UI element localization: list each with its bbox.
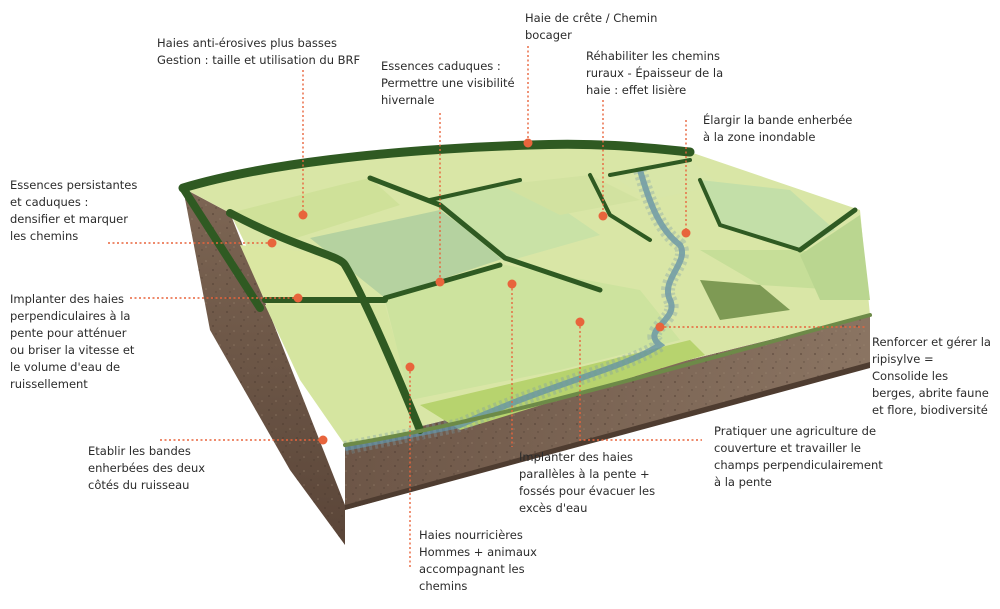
field xyxy=(230,178,400,240)
annotation-ridge-hedge: Haie de crête / Chemin bocager xyxy=(525,11,658,42)
annotation-rural-paths: Réhabiliter les chemins ruraux - Épaisse… xyxy=(586,49,724,97)
field xyxy=(700,180,835,250)
field xyxy=(310,210,505,298)
anchor-points xyxy=(267,138,691,445)
annotation-hedge-antierosion: Haies anti-érosives plus basses Gestion … xyxy=(157,36,361,67)
hedges xyxy=(178,139,872,447)
annotation-deciduous-visibility: Essences caduques : Permettre une visibi… xyxy=(381,59,515,107)
annotation-food-hedges: Haies nourricières Hommes + animaux acco… xyxy=(419,528,537,593)
field xyxy=(800,215,870,300)
field xyxy=(700,280,790,320)
soil-block-front xyxy=(345,315,870,510)
annotation-widen-grass-strip: Élargir la bande enherbée à la zone inon… xyxy=(703,113,853,144)
annotation-perpendicular-hedges: Implanter des haies perpendiculaires à l… xyxy=(10,292,135,391)
field xyxy=(385,265,680,400)
annotation-riparian: Renforcer et gérer la ripisylve = Consol… xyxy=(872,335,991,417)
stream xyxy=(344,169,685,451)
riparian-vegetation xyxy=(343,168,689,455)
annotation-mixed-species: Essences persistantes et caduques : dens… xyxy=(10,178,138,243)
soil-block-left xyxy=(183,188,345,545)
field xyxy=(430,180,600,262)
leader-lines xyxy=(108,46,867,568)
annotation-cover-crops: Pratiquer une agriculture de couverture … xyxy=(714,424,883,489)
annotation-parallel-hedges: Implanter des haies parallèles à la pent… xyxy=(519,450,656,515)
annotation-stream-strips: Etablir les bandes enherbées des deux cô… xyxy=(88,444,206,492)
